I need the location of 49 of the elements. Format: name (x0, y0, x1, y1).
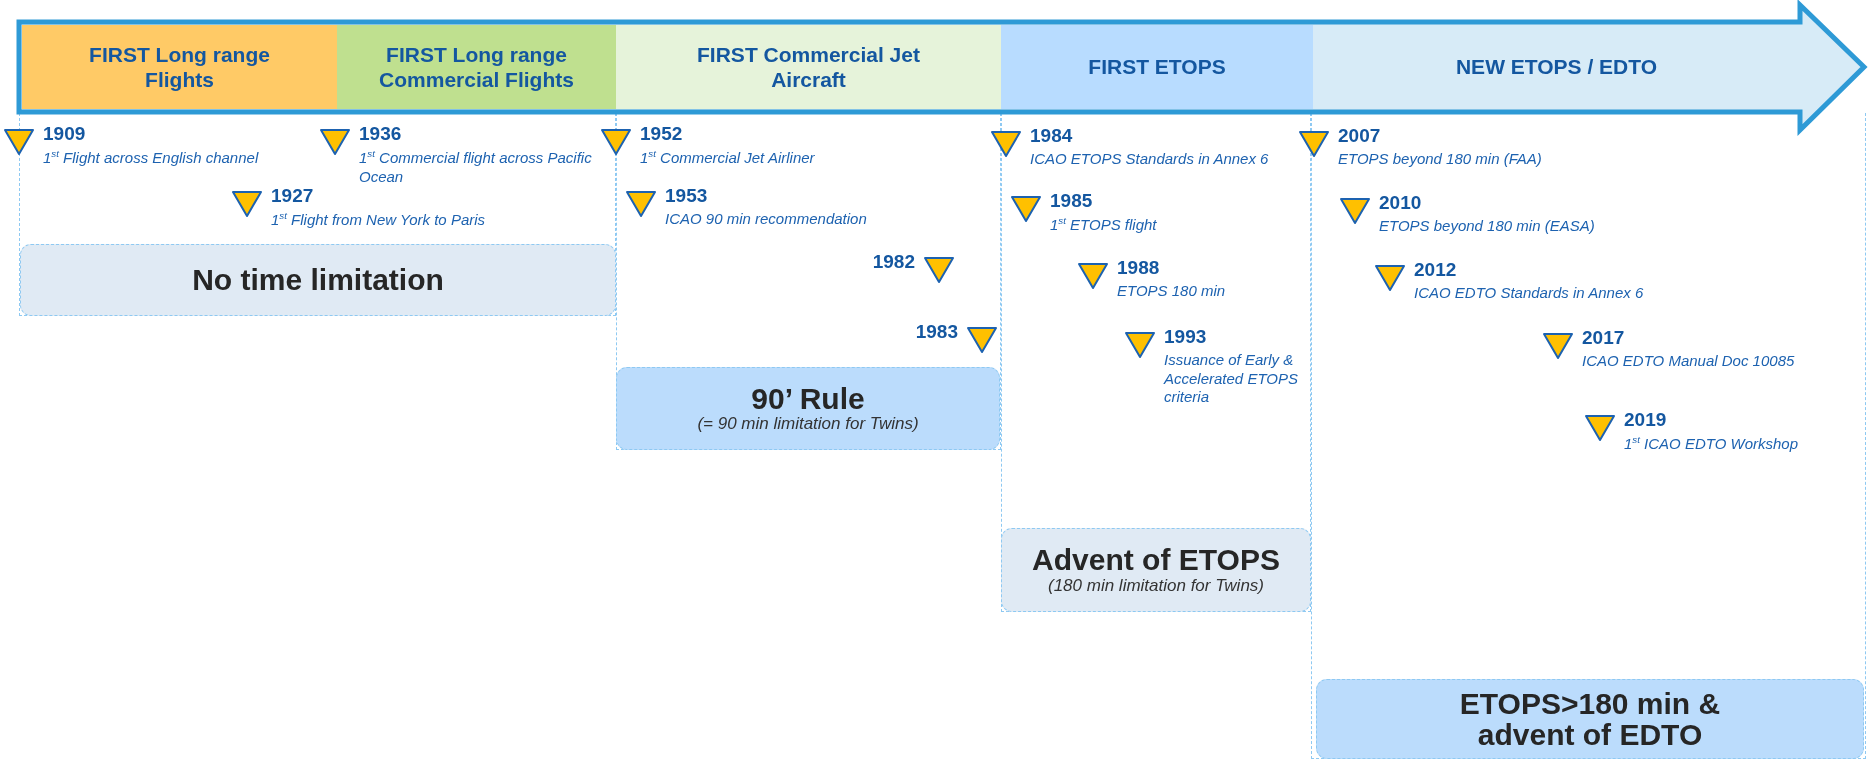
event-description: 1$^{st}$ Flight across English channel (43, 147, 260, 168)
event-description: 1$^{st}$ ICAO EDTO Workshop (1624, 433, 1800, 454)
era-header (1001, 25, 1313, 109)
era-title: FIRST ETOPS (1088, 54, 1226, 80)
summary-title: ETOPS>180 min & advent of EDTO (1458, 687, 1722, 751)
summary-title: 90’ Rule (751, 382, 865, 415)
event-year: 1985 (1050, 191, 1093, 212)
event-year: 1927 (271, 186, 314, 207)
era-title: FIRST Long range Flights (88, 41, 271, 93)
summary-title: No time limitation (192, 264, 444, 296)
event-description: ICAO ETOPS Standards in Annex 6 (1030, 149, 1270, 169)
era-title: NEW ETOPS / EDTO (1455, 54, 1658, 80)
summary-box (20, 244, 616, 316)
event-year: 1983 (915, 322, 958, 343)
event-description: 1$^{st}$ Commercial flight across Pacific Ocean (359, 147, 593, 187)
era-title: FIRST Long range Commercial Flights (378, 41, 575, 93)
event-year: 2007 (1338, 126, 1381, 147)
event-year: 1988 (1117, 258, 1160, 279)
event-description: ICAO 90 min recommendation (665, 209, 868, 229)
event-year: 1952 (640, 124, 683, 145)
event-year: 1982 (872, 252, 915, 273)
event-year: 2019 (1624, 410, 1667, 431)
event-year: 2012 (1414, 260, 1457, 281)
event-description: ICAO EDTO Standards in Annex 6 (1414, 283, 1645, 303)
event-description: ETOPS 180 min (1117, 281, 1227, 301)
summary-title: Advent of ETOPS (1032, 544, 1280, 576)
era-header (22, 25, 337, 109)
era-header (337, 25, 616, 109)
event-year: 1993 (1164, 327, 1207, 348)
event-description: ETOPS beyond 180 min (EASA) (1379, 216, 1596, 236)
summary-box (616, 367, 1000, 450)
event-description: ETOPS beyond 180 min (FAA) (1338, 149, 1543, 169)
event-year: 2010 (1379, 193, 1422, 214)
event-year: 1936 (359, 124, 402, 145)
summary-box (1001, 528, 1311, 612)
summary-box (1316, 679, 1864, 759)
event-year: 1984 (1030, 126, 1073, 147)
summary-note: (180 min limitation for Twins) (1048, 575, 1264, 596)
event-description: Issuance of Early & Accelerated ETOPS criteria (1164, 350, 1299, 408)
summary-note: (= 90 min limitation for Twins) (697, 414, 919, 435)
event-description: 1$^{st}$ Flight from New York to Paris (271, 209, 487, 230)
event-description: 1$^{st}$ Commercial Jet Airliner (640, 147, 816, 168)
event-year: 2017 (1582, 328, 1625, 349)
event-description: 1$^{st}$ ETOPS flight (1050, 214, 1158, 235)
event-year: 1953 (665, 186, 708, 207)
era-header (616, 25, 1001, 109)
event-year: 1909 (43, 124, 86, 145)
event-description: ICAO EDTO Manual Doc 10085 (1582, 351, 1796, 371)
era-title: FIRST Commercial Jet Aircraft (696, 41, 921, 93)
